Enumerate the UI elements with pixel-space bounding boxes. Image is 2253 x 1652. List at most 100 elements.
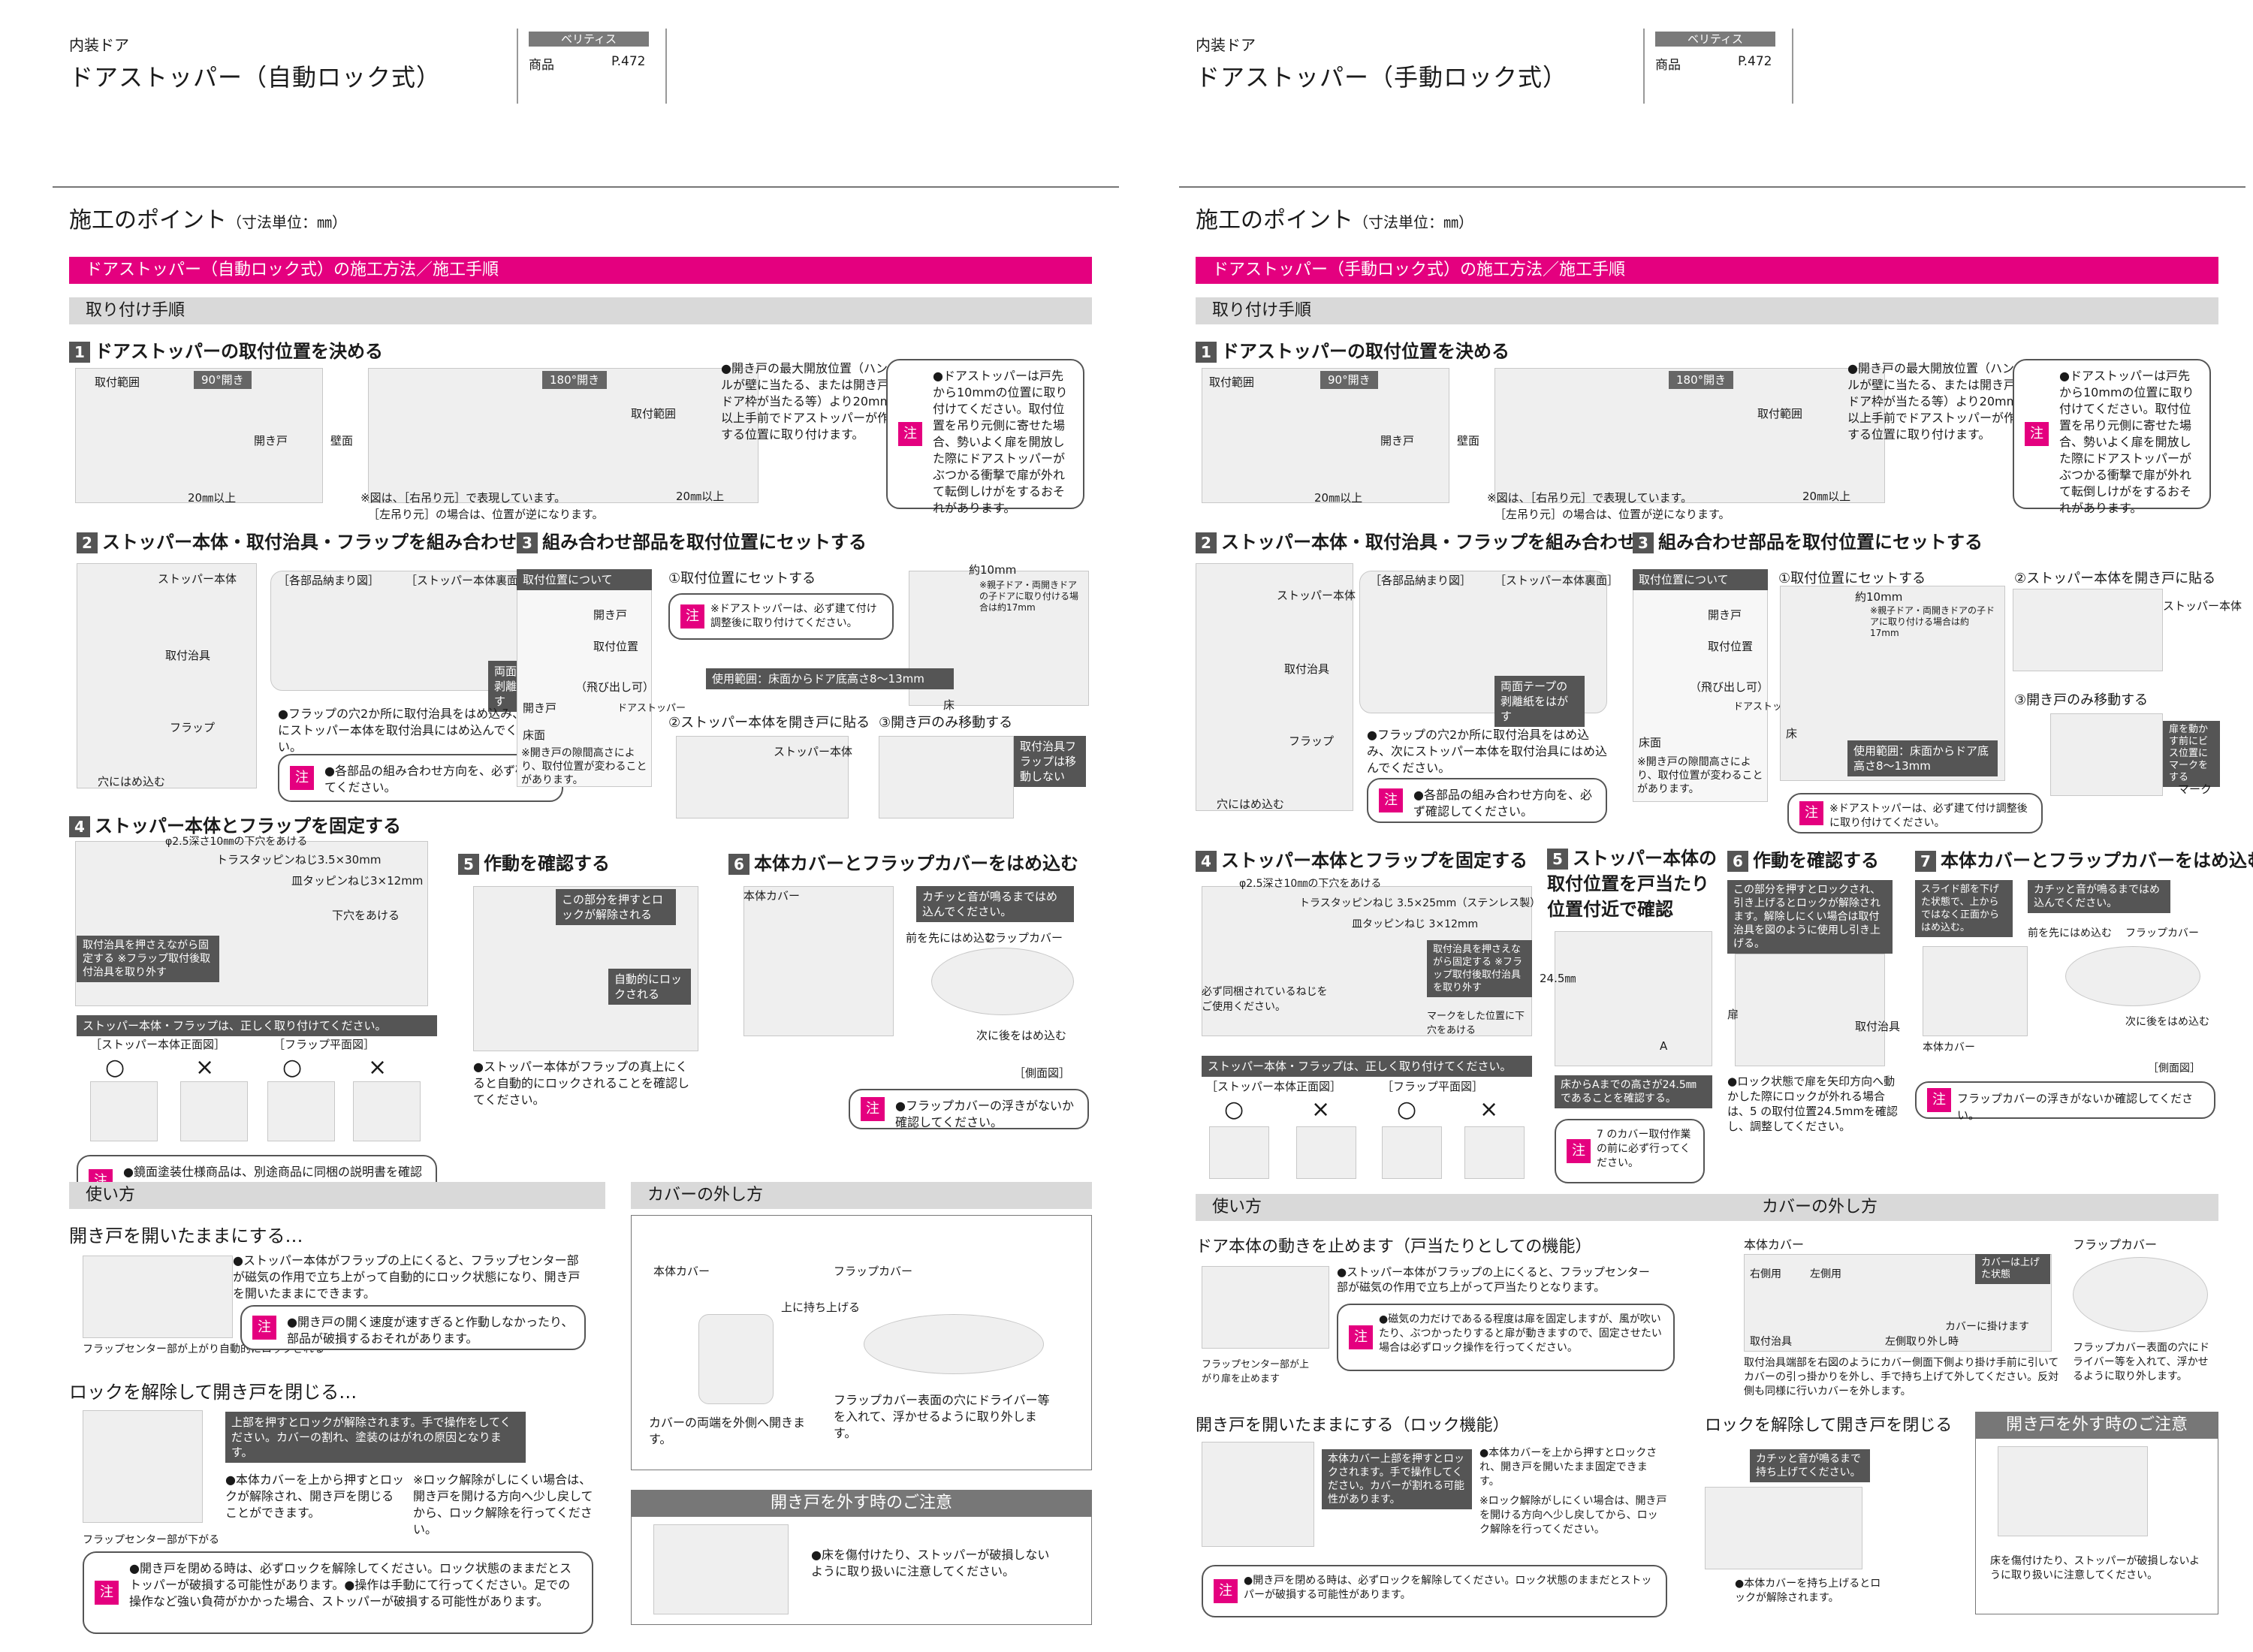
side-label-r: ［側面図］ xyxy=(2148,1063,2200,1075)
brand-box: ベリティス 商品 P.472 xyxy=(517,29,667,104)
cover-remove-bar: カバーの外し方 xyxy=(631,1182,1092,1209)
jig-label-6-r: 取付治具 xyxy=(1855,1020,1901,1033)
step3-illustration-move xyxy=(879,736,1014,818)
product-label-r: 商品 xyxy=(1655,58,1681,73)
s1-label-r: ①取付位置にセットする xyxy=(1778,571,1926,586)
step6-flap-illustration xyxy=(931,948,1074,1015)
use2-box-r: 本体カバー上部を押すとロックされます。手で操作してください。カバーが割れる可能性… xyxy=(1322,1449,1472,1509)
range-label-r: 取付範囲 xyxy=(1209,375,1255,389)
floor-label: 床面 xyxy=(523,728,546,742)
jig-label: 取付治具 xyxy=(165,649,211,662)
push-label: この部分を押すとロックが解除される xyxy=(556,889,676,925)
range-label-2: 取付範囲 xyxy=(631,407,677,421)
front-first-label: 前を先にはめ込む xyxy=(906,931,997,945)
step1-illustration-180-r xyxy=(1494,368,1885,503)
floor-label-2: 床 xyxy=(943,698,955,712)
caution-title: 開き戸を外す時のご注意 xyxy=(631,1490,1092,1517)
correct-bar-r: ストッパー本体・フラップは、正しく取り付けてください。 xyxy=(1202,1056,1532,1077)
flap-label: フラップ xyxy=(170,721,216,734)
range-chip-r: 使用範囲：床面からドア底高さ8～13mm xyxy=(1847,740,1998,776)
step3-illustration-stick-r xyxy=(2013,589,2163,671)
right-side-label-r: 右側用 xyxy=(1750,1268,1781,1280)
step2-illustration-parts xyxy=(77,563,257,788)
marked-label-r: マークをした位置に下穴をあける xyxy=(1427,1011,1525,1036)
page-ref-r: P.472 xyxy=(1738,54,1772,69)
body-label: ストッパー本体 xyxy=(158,572,237,586)
body-label-3: ストッパー本体 xyxy=(774,745,853,758)
use2-title-r: 開き戸を開いたままにする（ロック機能） xyxy=(1196,1416,1510,1435)
protrude-label-r: （飛び出し可） xyxy=(1690,680,1769,694)
front-ng-illustration-r xyxy=(1296,1126,1356,1179)
step1-note: 注●ドアストッパーは戸先から10mmの位置に取り付けてください。取付位置を吊り元… xyxy=(886,359,1084,515)
step1-note-r: 注●ドアストッパーは戸先から10mmの位置に取り付けてください。取付位置を吊り元… xyxy=(2013,359,2211,515)
position-panel-r xyxy=(1633,569,1768,802)
hikido-label-3: 開き戸 xyxy=(593,608,628,622)
slide-label-r: スライド部を下げた状態で、上からではなく正面からはめ込む。 xyxy=(1915,880,2013,937)
min20-label-b-r: 20㎜以上 xyxy=(1802,490,1851,503)
step1-illustration-90-r xyxy=(1202,368,1449,503)
front-ok-illustration-r xyxy=(1209,1126,1269,1179)
use1-title: 開き戸を開いたままにする… xyxy=(69,1225,303,1247)
jig-label-r: 取付治具 xyxy=(1284,662,1330,676)
range-label: 取付範囲 xyxy=(95,375,140,389)
step3-illustration-stick xyxy=(676,736,849,818)
hole-label-r: 穴にはめ込む xyxy=(1217,797,1285,811)
flap-cover-label-r: フラップカバー xyxy=(2125,927,2199,939)
range-chip: 使用範囲：床面からドア底高さ8～13mm xyxy=(706,668,954,689)
points-title-r: 施工のポイント（寸法単位：㎜） xyxy=(1196,207,1473,234)
body-label-3-r: ストッパー本体 xyxy=(2163,599,2242,613)
open90-chip: 90°開き xyxy=(194,371,252,389)
section-title-r: ドアストッパー（手動ロック式）の施工方法／施工手順 xyxy=(1196,257,2218,284)
hikido-label-3b: 開き戸 xyxy=(523,701,557,715)
side-label: ［側面図］ xyxy=(1014,1066,1071,1080)
pos-label: 取付位置 xyxy=(593,640,639,653)
cover-flap-illustration xyxy=(864,1314,1044,1374)
tape-label-r: 両面テープの剥離紙をはがす xyxy=(1494,676,1585,727)
use3-box-r: カチッと音が鳴るまで持ち上げてください。 xyxy=(1750,1449,1870,1482)
ng-mark-1-r: × xyxy=(1311,1096,1331,1123)
attached-label-r: 必ず同梱されているねじをご使用ください。 xyxy=(1202,986,1328,1013)
left-side-label-r: 左側用 xyxy=(1810,1268,1841,1280)
usage-bar-r: 使い方 xyxy=(1196,1194,1732,1221)
remove-jig-label: 取付治具を押さえながら固定する ※フラップ取付後取付治具を取り外す xyxy=(77,936,219,982)
gap-note-r: ※開き戸の隙間高さにより、取付位置が変わることがあります。 xyxy=(1637,756,1763,795)
remove-jig-label-r: 取付治具を押さえながら固定する ※フラップ取付後取付治具を取り外す xyxy=(1427,940,1532,997)
step2-note-r: 注●各部品の組み合わせ方向を、必ず確認してください。 xyxy=(1367,778,1607,823)
cover-body-illustration xyxy=(698,1314,774,1404)
back-label: ［ストッパー本体裏面］ xyxy=(406,574,530,587)
ng-mark-2-r: × xyxy=(1479,1096,1499,1123)
plan-label-r: ［フラップ平面図］ xyxy=(1382,1080,1484,1093)
front-label: ［ストッパー本体正面図］ xyxy=(90,1038,226,1051)
use2-box: 上部を押すとロックが解除されます。手で操作をしてください。カバーの割れ、塗装のは… xyxy=(225,1412,526,1463)
hook-label-r: カバーに掛けます xyxy=(1945,1321,2029,1333)
step2-illustration-parts-r xyxy=(1196,563,1353,811)
step3-note-r: 注※ドアストッパーは、必ず建て付け調整後に取り付けてください。 xyxy=(1787,793,2043,834)
flap-cover-label: フラップカバー xyxy=(984,931,1063,945)
product-label: 商品 xyxy=(529,58,554,73)
step2-text: ●フラップの穴2か所に取付治具をはめ込み、次にストッパー本体を取付治具にはめ込ん… xyxy=(278,707,542,754)
front-first-label-r: 前を先にはめ込む xyxy=(2028,927,2112,939)
caution-text: ●床を傷付けたり、ストッパーが破損しないように取り扱いに注意してください。 xyxy=(811,1548,1050,1578)
s2-label: ②ストッパー本体を開き戸に貼る xyxy=(668,715,870,731)
open90-chip-r: 90°開き xyxy=(1320,371,1378,389)
floor-label-2-r: 床 xyxy=(1786,727,1798,740)
hikido-label-3-r: 開き戸 xyxy=(1708,608,1742,622)
gap-note: ※開き戸の隙間高さにより、取付位置が変わることがあります。 xyxy=(521,747,647,786)
jig-remove-label-r: 取付治具 xyxy=(1750,1336,1792,1348)
raised-label-r: カバーは上げた状態 xyxy=(1975,1254,2050,1284)
brand-box-r: ベリティス 商品 P.472 xyxy=(1643,29,1793,104)
use1-illustration-r xyxy=(1202,1266,1329,1349)
use1-note-r: 注●磁気の力だけであるる程度は扉を固定しますが、風が吹いたり、ぶつかったりすると… xyxy=(1337,1304,1675,1371)
wall-label: 壁面 xyxy=(330,434,354,448)
parts-label: ［各部品納まり図］ xyxy=(278,574,380,587)
use2-center-label: フラップセンター部が下がる xyxy=(83,1534,219,1546)
jig-no-move: 取付治具フラップは移動しない xyxy=(1014,736,1086,787)
step1-illustration-90 xyxy=(75,368,323,503)
mark-note-r: 扉を動かす前にビス位置にマークをする xyxy=(2163,721,2220,787)
